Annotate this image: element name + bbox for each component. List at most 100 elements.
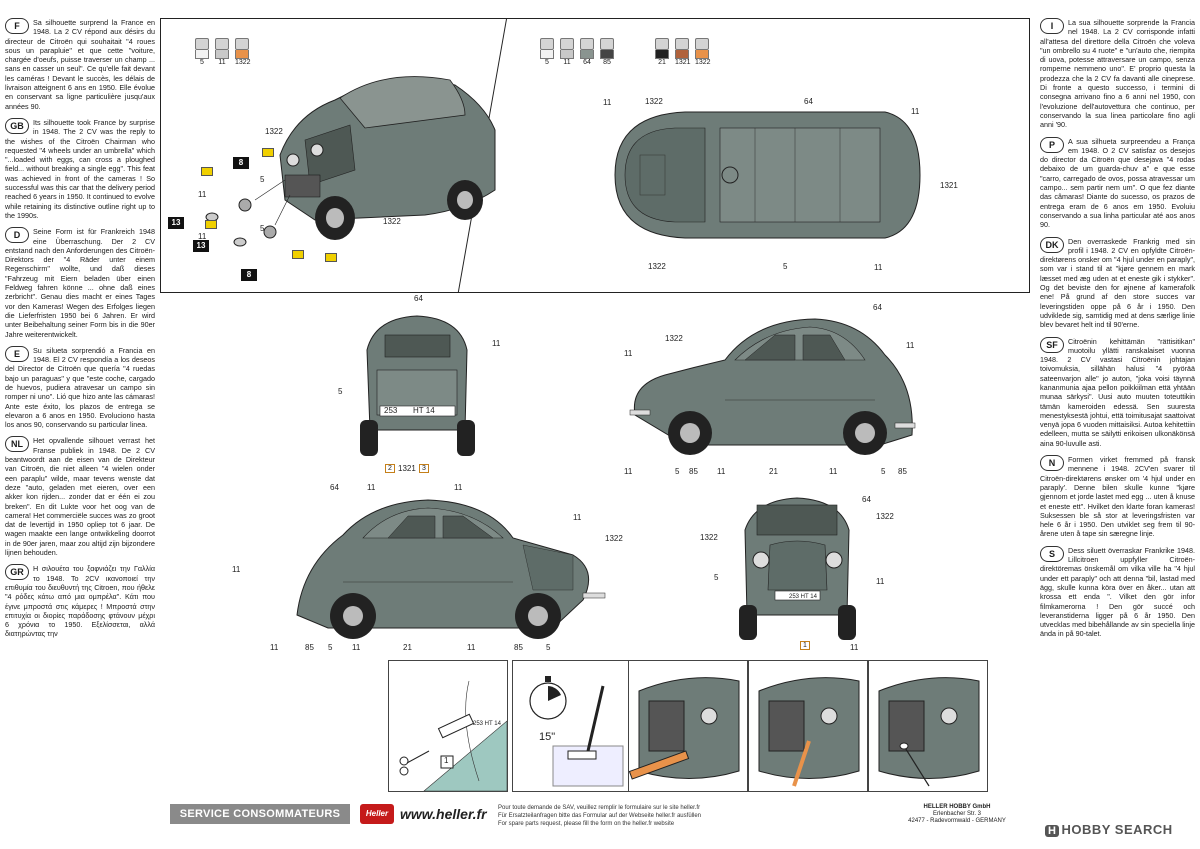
callout-64: 64 bbox=[330, 483, 339, 492]
callout-64: 64 bbox=[804, 97, 813, 106]
callout-11: 11 bbox=[624, 349, 633, 358]
callout-85: 85 bbox=[305, 643, 314, 652]
callout-1322: 1322 bbox=[645, 97, 663, 106]
language-code-badge: SF bbox=[1040, 336, 1064, 353]
front-plate: 253 HT 14 bbox=[789, 594, 817, 600]
callout-64: 64 bbox=[862, 495, 871, 504]
footer-text-fr: Pour toute demande de SAV, veuillez remp… bbox=[498, 805, 701, 811]
language-code-badge: D bbox=[5, 227, 29, 244]
paint-flag bbox=[205, 220, 217, 229]
language-paragraph: Het opvallende silhouet verrast het Fran… bbox=[5, 436, 155, 558]
inset-soak-decal: 15" bbox=[512, 660, 632, 792]
paint-pot: 5 bbox=[540, 38, 554, 66]
paint-pot: 85 bbox=[600, 38, 614, 66]
language-paragraph: La sua silhouette sorprende la Francia n… bbox=[1040, 18, 1195, 130]
paint-pot: 64 bbox=[580, 38, 594, 66]
footer-text-de: Für Ersatzteilanfragen bitte das Formula… bbox=[498, 813, 701, 819]
panel2-paint-row-b: 21 1321 1322 bbox=[655, 38, 711, 66]
service-consommateurs-label: SERVICE CONSOMMATEURS bbox=[170, 804, 350, 824]
decal-instruction-insets: 253 HT 14 1 15" bbox=[388, 660, 1036, 798]
callout-11: 11 bbox=[198, 190, 207, 199]
language-paragraph: Den overraskede Frankrig med sin profil … bbox=[1040, 236, 1195, 330]
callout-1321: 1321 bbox=[398, 464, 416, 473]
callout-11: 11 bbox=[454, 483, 463, 492]
paint-flag bbox=[325, 253, 337, 262]
callout-11: 11 bbox=[367, 483, 376, 492]
callout-1322: 1322 bbox=[700, 533, 718, 542]
callout-11: 11 bbox=[876, 577, 885, 586]
language-code-badge: GB bbox=[5, 117, 29, 134]
decal-3: 3 bbox=[419, 464, 429, 473]
company-street: Erlenbacher Str. 3 bbox=[932, 811, 982, 817]
part-badge-13: 13 bbox=[193, 240, 209, 252]
callout-11: 11 bbox=[906, 341, 915, 350]
inset-apply-decal bbox=[628, 660, 748, 792]
callout-1322: 1322 bbox=[265, 127, 283, 136]
language-code-badge: GR bbox=[5, 564, 29, 581]
language-paragraph: Its silhouette took France by surprise i… bbox=[5, 117, 155, 220]
callout-11: 11 bbox=[352, 643, 361, 652]
callout-11: 11 bbox=[717, 467, 726, 476]
paint-code: 85 bbox=[603, 59, 611, 66]
language-code-badge: DK bbox=[1040, 236, 1064, 253]
callout-21: 21 bbox=[769, 467, 778, 476]
part-badge-8: 8 bbox=[241, 269, 257, 281]
timer-label: 15" bbox=[539, 731, 556, 743]
inset-cut-decal: 253 HT 14 1 bbox=[388, 660, 508, 792]
callout-85: 85 bbox=[689, 467, 698, 476]
decal-number: 1 bbox=[444, 756, 449, 765]
part-badge-13: 13 bbox=[168, 217, 184, 229]
footer-bar: SERVICE CONSOMMATEURS Heller www.heller.… bbox=[160, 804, 1200, 827]
inset-position-decal bbox=[748, 660, 868, 792]
callout-1322: 1322 bbox=[876, 512, 894, 521]
callout-5: 5 bbox=[546, 643, 551, 652]
language-paragraph: Citroënin kehittämän "rättisitikan" muot… bbox=[1040, 336, 1195, 448]
paint-pot: 5 bbox=[195, 38, 209, 66]
callout-5: 5 bbox=[714, 573, 719, 582]
plate-letters: HT 14 bbox=[413, 406, 435, 415]
callout-11: 11 bbox=[874, 263, 883, 272]
language-code-badge: NL bbox=[5, 436, 29, 453]
callout-85: 85 bbox=[514, 643, 523, 652]
callout-11: 11 bbox=[603, 98, 612, 107]
car-side-view-right bbox=[629, 318, 916, 455]
panel1-paint-row: 5 11 1322 bbox=[195, 38, 251, 66]
paint-flag bbox=[262, 148, 274, 157]
heller-logo: Heller bbox=[360, 804, 394, 824]
paint-pot: 1322 bbox=[235, 38, 251, 66]
callout-11: 11 bbox=[232, 565, 241, 574]
inset-dry-decal bbox=[868, 660, 988, 792]
top-assembly-frame bbox=[160, 18, 1030, 293]
plate-number: 253 bbox=[384, 406, 398, 415]
callout-11: 11 bbox=[829, 467, 838, 476]
callout-11: 11 bbox=[624, 467, 633, 476]
language-paragraph: Su silueta sorprendió a Francia en 1948.… bbox=[5, 345, 155, 430]
paint-code: 64 bbox=[583, 59, 591, 66]
callout-11: 11 bbox=[573, 513, 582, 522]
callout-5: 5 bbox=[881, 467, 886, 476]
footer-text-en: For spare parts request, please fill the… bbox=[498, 821, 675, 827]
language-code-badge: I bbox=[1040, 18, 1064, 34]
heller-url-link[interactable]: www.heller.fr bbox=[400, 806, 487, 822]
paint-code: 11 bbox=[563, 59, 571, 66]
paint-pot: 11 bbox=[560, 38, 574, 66]
watermark-badge: H bbox=[1045, 825, 1060, 837]
language-code-badge: F bbox=[5, 18, 29, 34]
company-address: HELLER HOBBY GmbH Erlenbacher Str. 3 424… bbox=[907, 804, 1007, 825]
company-city: 42477 - Radevormwald - GERMANY bbox=[908, 818, 1006, 824]
car-front-view bbox=[739, 497, 856, 640]
language-paragraph: A sua silhueta surpreendeu a França em 1… bbox=[1040, 136, 1195, 230]
callout-1322: 1322 bbox=[605, 534, 623, 543]
